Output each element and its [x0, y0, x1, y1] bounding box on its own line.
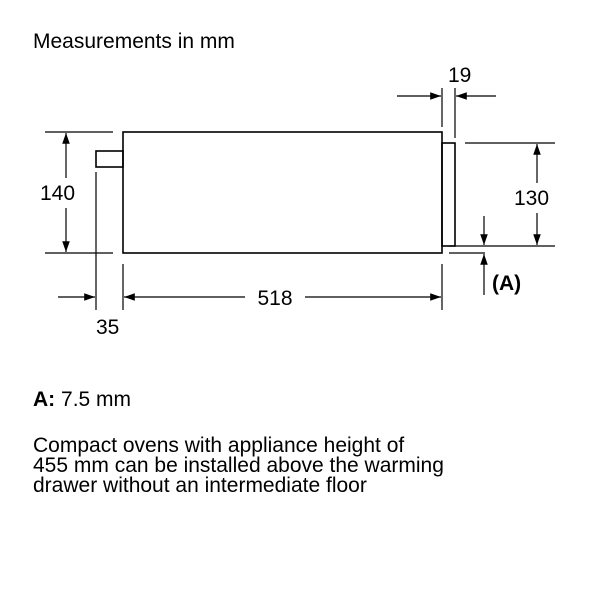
- dim-a-label: (A): [492, 272, 521, 295]
- drawer-body: [122, 131, 443, 254]
- note-line: drawer without an intermediate floor: [33, 474, 367, 497]
- front-panel: [441, 142, 456, 247]
- rear-connector: [95, 150, 124, 168]
- dim-35-label: 35: [96, 316, 119, 339]
- note-a-value: 7.5 mm: [61, 388, 132, 411]
- dim-130-label: 130: [514, 187, 549, 210]
- note-line: Compact ovens with appliance height of: [33, 434, 405, 457]
- dim-518-label: 518: [257, 287, 292, 310]
- dim-140-label: 140: [40, 182, 75, 205]
- dim-19-label: 19: [448, 64, 471, 87]
- installation-note: Compact ovens with appliance height of 4…: [33, 434, 573, 497]
- note-line: 455 mm can be installed above the warmin…: [33, 454, 444, 477]
- page-title: Measurements in mm: [33, 30, 235, 53]
- note-a-key: A:: [33, 388, 56, 411]
- note-a: A: 7.5 mm: [33, 388, 131, 412]
